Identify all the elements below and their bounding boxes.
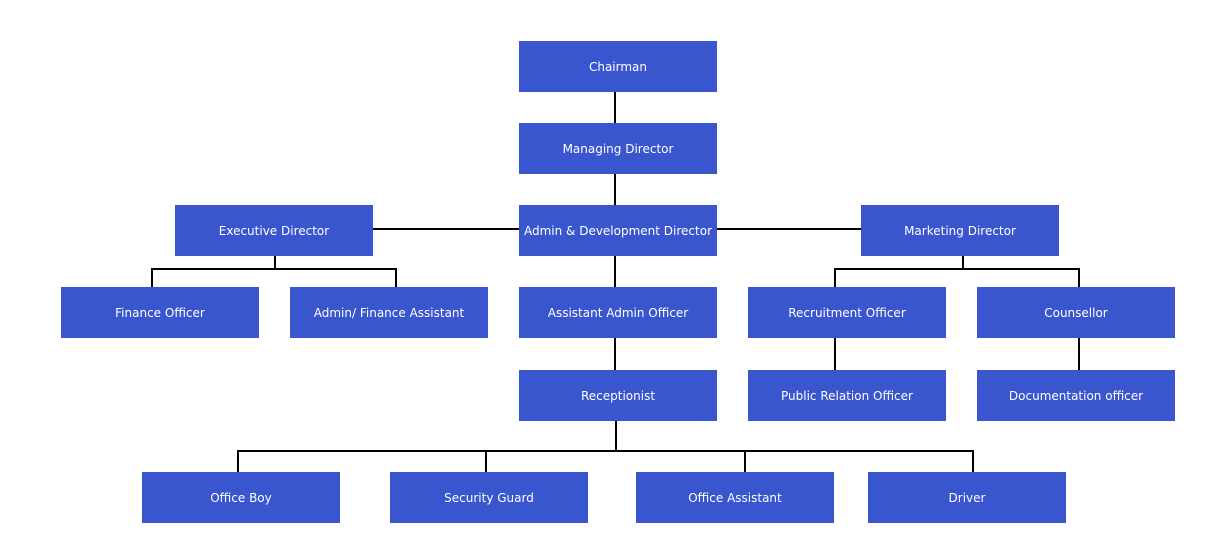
connector-assistant-receptionist: [614, 337, 616, 370]
node-admin-finance-assistant: Admin/ Finance Assistant: [290, 287, 488, 338]
connector-md-admin: [614, 173, 616, 205]
connector-recruitment: [834, 268, 836, 288]
connector-exec-admin: [373, 228, 519, 230]
connector-staff-bar: [237, 450, 974, 452]
node-recruitment-officer: Recruitment Officer: [748, 287, 946, 338]
connector-finance-officer: [151, 268, 153, 288]
node-office-assistant: Office Assistant: [636, 472, 834, 523]
connector-driver: [972, 450, 974, 472]
node-security-guard: Security Guard: [390, 472, 588, 523]
connector-marketing-down: [962, 255, 964, 269]
connector-exec-bar: [151, 268, 397, 270]
connector-recruitment-pr: [834, 337, 836, 370]
node-assistant-admin-officer: Assistant Admin Officer: [519, 287, 717, 338]
node-public-relation-officer: Public Relation Officer: [748, 370, 946, 421]
node-driver: Driver: [868, 472, 1066, 523]
node-office-boy: Office Boy: [142, 472, 340, 523]
node-marketing-director: Marketing Director: [861, 205, 1059, 256]
connector-admin-marketing: [716, 228, 862, 230]
connector-admin-assistant: [614, 255, 616, 288]
node-finance-officer: Finance Officer: [61, 287, 259, 338]
connector-office-assistant: [744, 450, 746, 472]
connector-security-guard: [485, 450, 487, 472]
connector-counsellor-doc: [1078, 337, 1080, 370]
connector-marketing-bar: [834, 268, 1080, 270]
connector-counsellor: [1078, 268, 1080, 288]
connector-exec-down: [274, 255, 276, 269]
connector-office-boy: [237, 450, 239, 472]
connector-receptionist-down: [615, 420, 617, 451]
node-admin-development-director: Admin & Development Director: [519, 205, 717, 256]
node-managing-director: Managing Director: [519, 123, 717, 174]
node-documentation-officer: Documentation officer: [977, 370, 1175, 421]
node-chairman: Chairman: [519, 41, 717, 92]
connector-chairman-md: [614, 91, 616, 123]
node-executive-director: Executive Director: [175, 205, 373, 256]
node-receptionist: Receptionist: [519, 370, 717, 421]
connector-admin-finance-assistant: [395, 268, 397, 288]
node-counsellor: Counsellor: [977, 287, 1175, 338]
